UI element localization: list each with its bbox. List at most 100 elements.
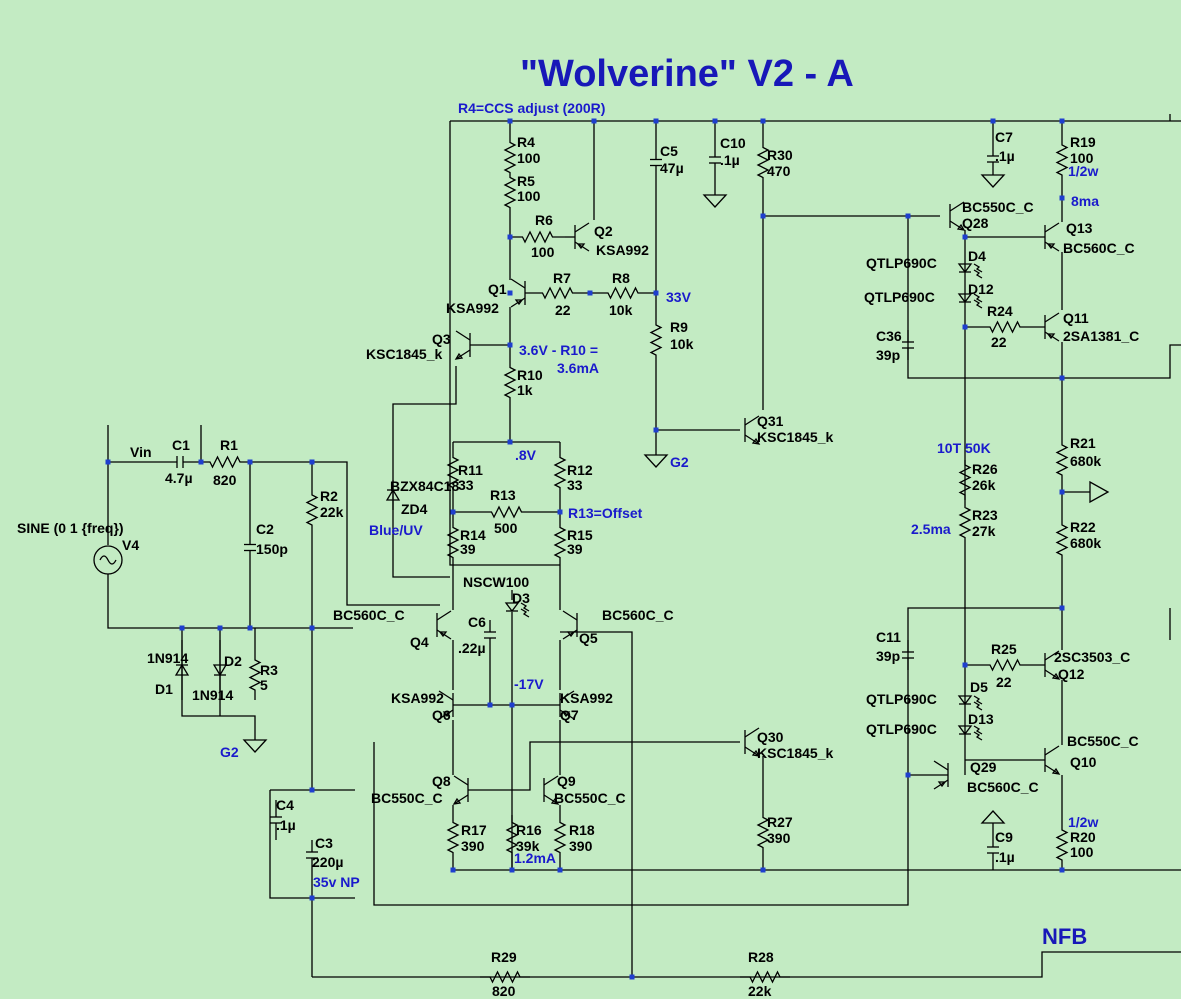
r6-label: R6 bbox=[535, 212, 553, 228]
ground-c7-triangle bbox=[980, 174, 1006, 188]
r19-wattage-label: 1/2w bbox=[1068, 163, 1098, 179]
q8-label: Q8 bbox=[432, 773, 451, 789]
r25-zigzag bbox=[965, 658, 1045, 672]
current-25ma-label: 2.5ma bbox=[911, 521, 951, 537]
c1-value: 4.7µ bbox=[165, 470, 193, 486]
q7-part: KSA992 bbox=[560, 690, 613, 706]
d5-label: D5 bbox=[970, 679, 988, 695]
d13-triangle bbox=[957, 725, 973, 736]
r8 bbox=[590, 286, 656, 300]
r11-label: R11 bbox=[458, 462, 483, 478]
v4-source bbox=[93, 545, 123, 575]
q12-arrow bbox=[1051, 672, 1061, 680]
d12-part: QTLP690C bbox=[864, 289, 935, 305]
r24-zigzag bbox=[965, 320, 1045, 334]
wire-55 bbox=[468, 741, 740, 791]
r27-zigzag bbox=[756, 815, 770, 850]
q30-part: KSC1845_k bbox=[757, 745, 833, 761]
wire-8 bbox=[250, 461, 440, 606]
q12-collector bbox=[1044, 650, 1060, 661]
wire-22 bbox=[560, 631, 633, 977]
d13 bbox=[957, 725, 983, 741]
r19-label: R19 bbox=[1070, 134, 1096, 150]
r13-zigzag bbox=[453, 505, 560, 519]
junction-33 bbox=[1059, 489, 1065, 495]
junction-dots bbox=[105, 118, 1065, 980]
q6-arrow bbox=[442, 711, 452, 718]
c3 bbox=[306, 840, 318, 870]
junction-27 bbox=[760, 213, 766, 219]
r17-label: R17 bbox=[461, 822, 487, 838]
q30 bbox=[744, 727, 761, 757]
junction-9 bbox=[587, 290, 593, 296]
q11 bbox=[1044, 312, 1060, 342]
r4-value: 100 bbox=[517, 150, 541, 166]
ground-c9 bbox=[980, 810, 1006, 824]
junction-32 bbox=[1059, 375, 1065, 381]
junction-30 bbox=[962, 234, 968, 240]
d2-label: D2 bbox=[224, 653, 242, 669]
r15 bbox=[553, 525, 567, 560]
c6-label: C6 bbox=[468, 614, 486, 630]
wire-30 bbox=[655, 360, 740, 431]
r24-label: R24 bbox=[987, 303, 1013, 319]
r12-value: 33 bbox=[567, 477, 583, 493]
ground-c10-triangle bbox=[702, 194, 728, 208]
r23-zigzag bbox=[958, 500, 972, 545]
c3-rating-label: 35v NP bbox=[313, 874, 360, 890]
d13-part: QTLP690C bbox=[866, 721, 937, 737]
junction-42 bbox=[653, 427, 659, 433]
q31-emitter bbox=[744, 434, 760, 445]
q5-label: Q5 bbox=[579, 630, 598, 646]
junction-2 bbox=[653, 118, 659, 124]
r1 bbox=[200, 455, 250, 469]
q30-arrow bbox=[751, 749, 761, 757]
q10-arrow bbox=[1051, 767, 1061, 775]
q29-arrow bbox=[937, 781, 947, 788]
d3-part: NSCW100 bbox=[463, 574, 529, 590]
q29-label: Q29 bbox=[970, 759, 997, 775]
r28-value: 22k bbox=[748, 983, 772, 999]
c7-value: .1µ bbox=[995, 148, 1015, 164]
q29-part: BC560C_C bbox=[967, 779, 1039, 795]
r4 bbox=[503, 140, 517, 175]
q8-arrow bbox=[452, 797, 462, 805]
r2-zigzag bbox=[305, 490, 319, 530]
c6 bbox=[484, 620, 496, 650]
d2-part: 1N914 bbox=[192, 687, 233, 703]
q5-arrow bbox=[566, 631, 576, 638]
r10-label: R10 bbox=[517, 367, 543, 383]
q10-label: Q10 bbox=[1070, 754, 1097, 770]
q2-collector bbox=[574, 222, 590, 233]
c5-value: 47µ bbox=[660, 160, 684, 176]
q31-arrow bbox=[751, 437, 761, 445]
q10-part: BC550C_C bbox=[1067, 733, 1139, 749]
q2 bbox=[574, 222, 590, 252]
d4-rays bbox=[973, 263, 983, 279]
junction-40 bbox=[557, 867, 563, 873]
junction-7 bbox=[507, 234, 513, 240]
r30-label: R30 bbox=[767, 147, 793, 163]
junction-12 bbox=[507, 439, 513, 445]
r15-value: 39 bbox=[567, 541, 583, 557]
r25-value: 22 bbox=[996, 674, 1012, 690]
d12-rays bbox=[973, 293, 983, 309]
junction-3 bbox=[712, 118, 718, 124]
c3-value: 220µ bbox=[312, 854, 343, 870]
r20-value: 100 bbox=[1070, 844, 1094, 860]
c36-value: 39p bbox=[876, 347, 900, 363]
r19 bbox=[1055, 140, 1069, 180]
r15-zigzag bbox=[553, 525, 567, 560]
zd4 bbox=[385, 480, 401, 510]
output-terminal bbox=[1089, 480, 1110, 504]
junction-14 bbox=[557, 509, 563, 515]
q9-collector bbox=[543, 775, 559, 786]
q4-part: BC560C_C bbox=[333, 607, 405, 623]
d2 bbox=[212, 640, 228, 700]
junction-16 bbox=[198, 459, 204, 465]
c11-label: C11 bbox=[876, 629, 901, 645]
schematic-title: "Wolverine" V2 - A bbox=[520, 53, 854, 95]
r20-wattage-label: 1/2w bbox=[1068, 814, 1098, 830]
junction-8 bbox=[507, 290, 513, 296]
q30-emitter bbox=[744, 746, 760, 757]
